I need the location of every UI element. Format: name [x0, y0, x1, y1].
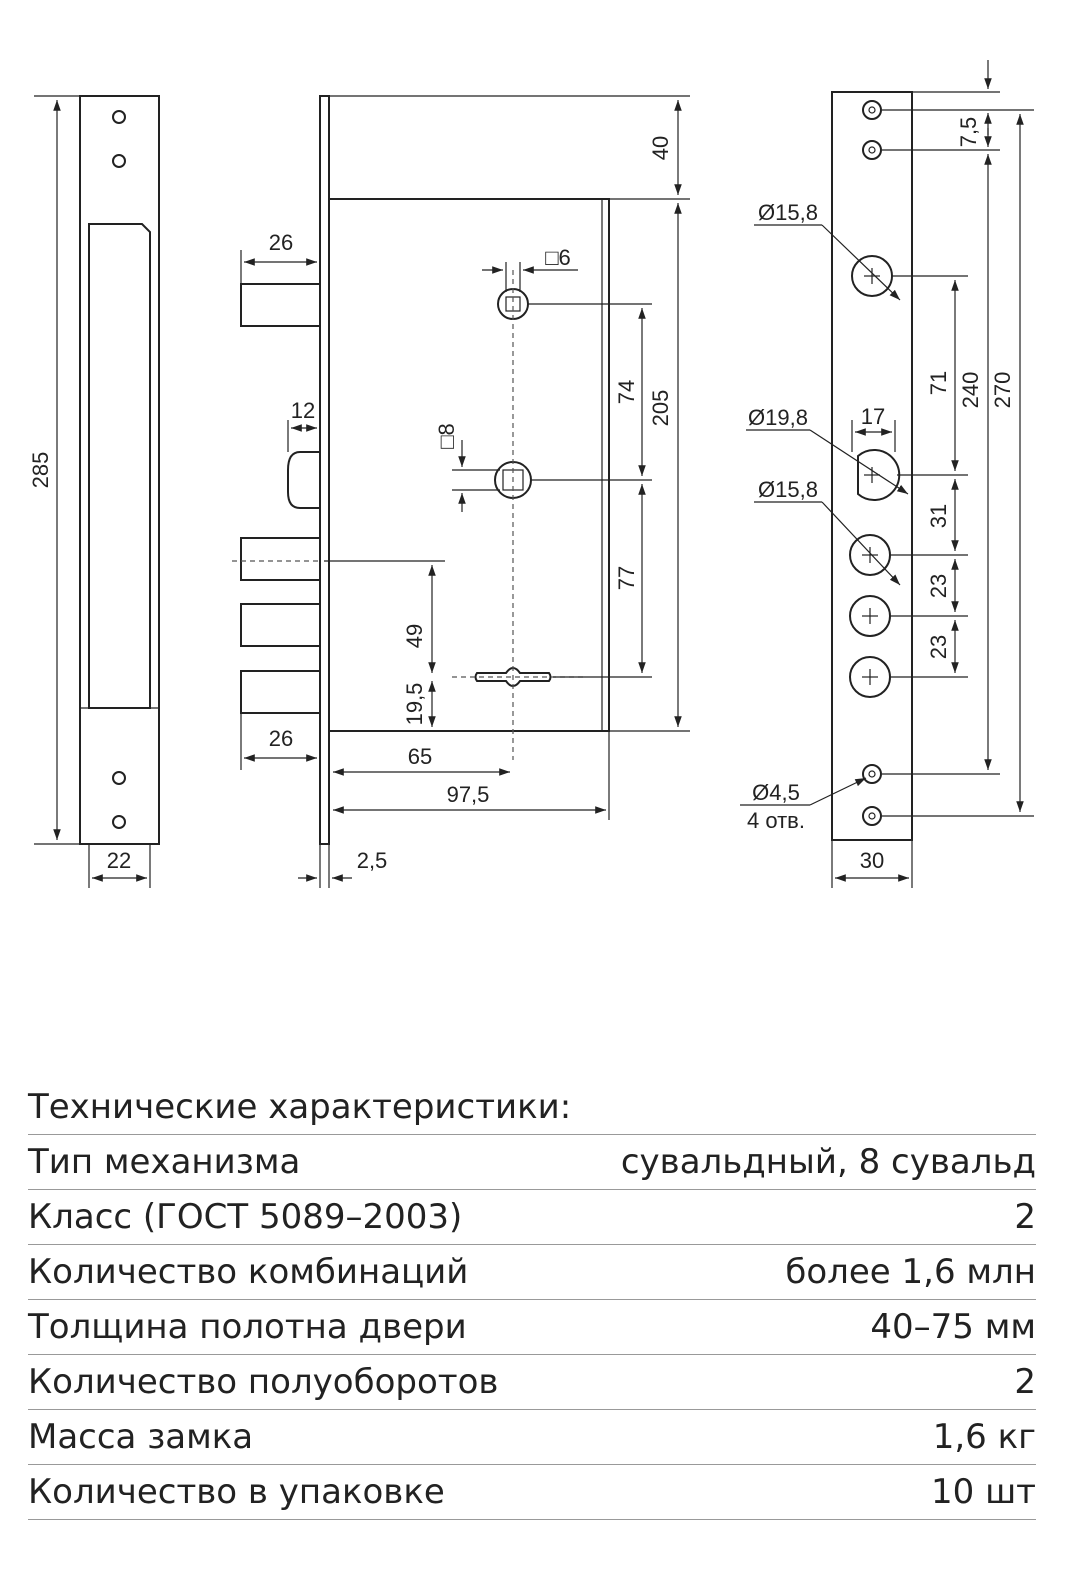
spec-label: Количество полуоборотов [28, 1362, 499, 1402]
spec-value: 2 [1014, 1197, 1036, 1237]
dim-270: 270 [990, 372, 1015, 409]
spec-row: Количество в упаковке 10 шт [28, 1464, 1036, 1520]
spec-value: 40–75 мм [870, 1307, 1036, 1347]
spec-label: Толщина полотна двери [28, 1307, 467, 1347]
dim-bolt-pitch: 49 [402, 624, 427, 648]
dim-screw-count: 4 отв. [747, 808, 805, 833]
dim-face-width: 30 [860, 848, 884, 873]
dim-240: 240 [958, 372, 983, 409]
dim-plate-thickness: 2,5 [357, 848, 388, 873]
spec-label: Масса замка [28, 1417, 254, 1457]
spec-value: 1,6 кг [932, 1417, 1036, 1457]
spec-row: Тип механизма сувальдный, 8 сувальд [28, 1134, 1036, 1189]
face-plate-view: 7,5 240 270 71 31 23 23 17 Ø15,8 Ø19,8 [740, 60, 1034, 888]
spec-value: более 1,6 млн [785, 1252, 1036, 1292]
dim-hole-dia-1: Ø15,8 [758, 200, 818, 225]
spec-row: Масса замка 1,6 кг [28, 1409, 1036, 1464]
spec-row: Толщина полотна двери 40–75 мм [28, 1299, 1036, 1354]
spec-row: Класс (ГОСТ 5089–2003) 2 [28, 1189, 1036, 1244]
side-view: 40 205 74 77 □6 □8 26 12 [232, 95, 690, 888]
spec-value: 10 шт [931, 1472, 1036, 1512]
dim-23-b: 23 [926, 635, 951, 659]
dim-hole-top-pitch: 7,5 [956, 117, 981, 148]
dim-plate-width: 22 [107, 848, 131, 873]
spec-value: 2 [1014, 1362, 1036, 1402]
dim-lower-distance: 77 [614, 566, 639, 590]
dim-hole-dia-2: Ø19,8 [748, 405, 808, 430]
spec-label: Количество в упаковке [28, 1472, 445, 1512]
dim-square-top: □6 [545, 245, 571, 270]
dim-body-height: 205 [648, 390, 673, 427]
dim-key-offset: 19,5 [402, 683, 427, 726]
spec-row: Количество комбинаций более 1,6 млн [28, 1244, 1036, 1299]
specs-title: Технические характеристики: [28, 1087, 572, 1127]
dim-spindle-distance: 74 [614, 380, 639, 404]
dim-bolt-bottom-length: 26 [269, 726, 293, 751]
lock-technical-drawing: 285 22 40 [28, 60, 1034, 888]
dim-top-offset: 40 [648, 136, 673, 160]
specs-table: Технические характеристики: Тип механизм… [28, 1080, 1036, 1520]
dim-backset: 65 [408, 744, 432, 769]
dim-31: 31 [926, 504, 951, 528]
spec-label: Количество комбинаций [28, 1252, 469, 1292]
dim-square-mid: □8 [434, 423, 459, 449]
dim-bolt-top-length: 26 [269, 230, 293, 255]
dim-body-depth: 97,5 [447, 782, 490, 807]
spec-label: Тип механизма [28, 1142, 301, 1182]
spec-row: Количество полуоборотов 2 [28, 1354, 1036, 1409]
dim-latch-width: 17 [861, 404, 885, 429]
dim-plate-height: 285 [28, 452, 53, 489]
dim-71: 71 [926, 371, 951, 395]
dim-hole-dia-3: Ø15,8 [758, 477, 818, 502]
spec-value: сувальдный, 8 сувальд [620, 1142, 1036, 1182]
dim-screw-dia: Ø4,5 [752, 780, 800, 805]
front-plate-view: 285 22 [28, 95, 160, 888]
spec-label: Класс (ГОСТ 5089–2003) [28, 1197, 463, 1237]
dim-latch-length: 12 [291, 398, 315, 423]
dim-23-a: 23 [926, 574, 951, 598]
